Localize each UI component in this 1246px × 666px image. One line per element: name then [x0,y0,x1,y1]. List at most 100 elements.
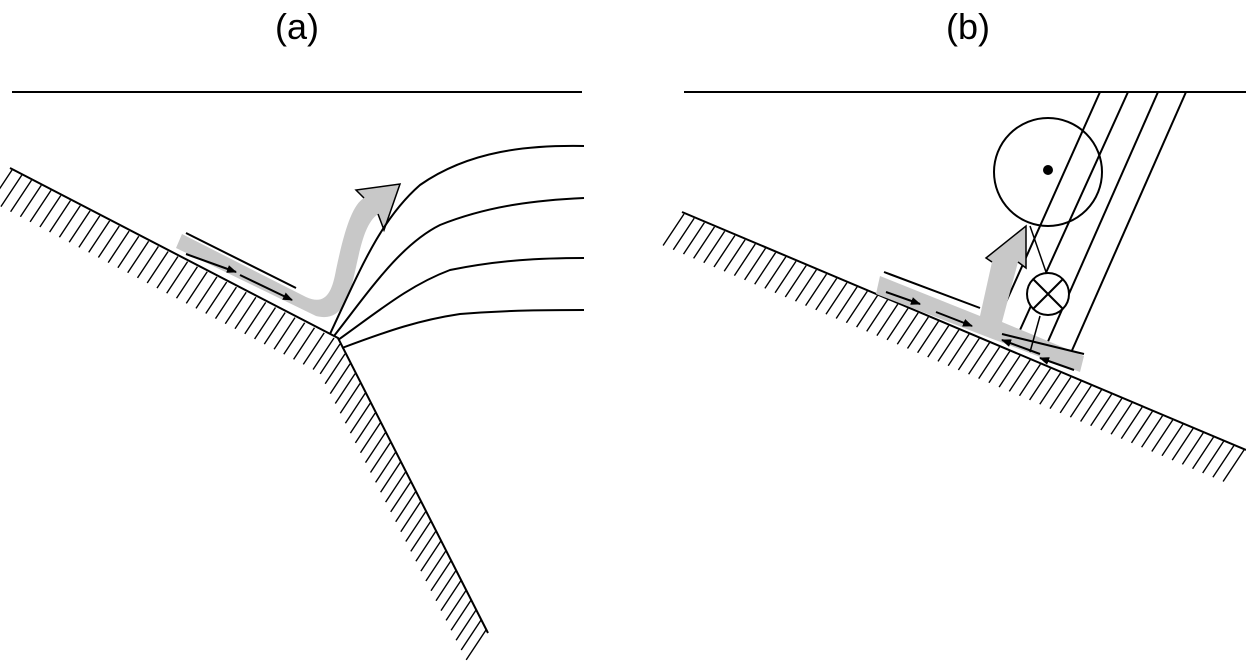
hatch-mark [704,231,725,263]
hatch-mark [1040,373,1061,405]
hatch-mark [918,321,939,353]
hatch-mark [355,413,375,443]
hatch-mark [118,236,139,268]
hatch-mark [216,287,237,319]
panel-b [663,92,1246,482]
hatch-mark [461,620,481,650]
hatch-mark [186,272,207,304]
hatch-mark [157,257,178,289]
hatch-mark [386,472,406,502]
hatch-mark [456,610,476,640]
hatch-mark [325,354,345,384]
hatch-mark [877,304,898,336]
panel-b-vortex-dot [1043,165,1053,175]
hatch-mark [1193,437,1214,469]
hatch-mark [867,300,888,332]
hatch-mark [806,274,827,306]
hatch-mark [98,226,119,258]
panel-a-wall [10,168,488,633]
hatch-mark [969,343,990,375]
hatch-mark [50,201,71,233]
hatch-mark [1030,369,1051,401]
hatch-mark [451,600,471,630]
hatch-mark [69,211,90,243]
hatch-mark [361,423,381,453]
hatch-mark [785,266,806,298]
hatch-mark [1060,381,1081,413]
hatch-mark [857,296,878,328]
hatch-mark [59,206,80,238]
hatch-mark [350,403,370,433]
hatch-mark [128,241,149,272]
hatch-mark [765,257,786,289]
hatch-mark [755,253,776,285]
hatch-mark [381,462,401,492]
hatch-mark [167,262,188,294]
hatch-mark [421,541,441,571]
hatch-mark [294,328,315,360]
panel-b-tube-line [1070,92,1186,355]
hatch-mark [177,267,198,299]
hatch-mark [1020,364,1041,396]
hatch-mark [264,313,285,345]
hatch-mark [274,318,295,350]
hatch-mark [1132,411,1153,443]
hatch-mark [89,221,110,253]
hatch-mark [989,351,1010,383]
hatch-mark [391,482,411,512]
hatch-mark [426,551,446,581]
hatch-mark [40,196,61,228]
panel-b-wall [682,212,1246,450]
hatch-mark [897,313,918,345]
hatch-mark [416,531,436,561]
hatch-mark [138,246,159,278]
hatch-mark [366,433,386,463]
hatch-mark [30,190,51,222]
hatch-mark [108,231,129,263]
panel-a-streamline [338,258,584,340]
hatch-mark [958,338,979,370]
hatch-mark [411,522,431,552]
hatch-mark [1050,377,1071,409]
hatch-mark [948,334,969,366]
panel-a-streamline [330,146,584,334]
hatch-mark [235,297,256,329]
hatch-mark [313,338,334,370]
panel-a-streamline [342,310,584,348]
hatch-mark [436,571,456,601]
hatch-mark [466,630,486,660]
hatch-mark [999,356,1020,388]
hatch-mark [340,383,360,413]
hatch-mark [1,175,22,207]
hatch-mark [1203,441,1224,473]
hatch-mark [406,512,426,542]
hatch-mark [345,393,365,423]
hatch-mark [147,252,168,284]
hatch-mark [1111,403,1132,435]
hatch-mark [1101,399,1122,431]
hatch-mark [284,323,305,355]
hatch-mark [1091,394,1112,426]
hatch-mark [1070,386,1091,418]
hatch-mark [1081,390,1102,422]
panel-b-hatching [663,214,1244,482]
hatch-mark [196,277,217,309]
hatch-mark [225,292,246,324]
hatch-mark [1223,450,1244,482]
panel-a-hatching-lower [320,344,486,660]
hatch-mark [431,561,451,591]
panel-a-hatching-upper [0,170,334,370]
hatch-mark [775,261,796,293]
hatch-mark [401,502,421,532]
hatch-mark [663,214,684,246]
hatch-mark [20,185,41,217]
hatch-mark [446,591,466,621]
hatch-mark [255,308,276,340]
hatch-mark [796,270,817,302]
hatch-mark [979,347,1000,379]
hatch-mark [206,282,227,314]
hatch-mark [694,227,715,259]
hatch-mark [79,216,100,248]
hatch-mark [1172,429,1193,461]
hatch-mark [303,333,324,365]
